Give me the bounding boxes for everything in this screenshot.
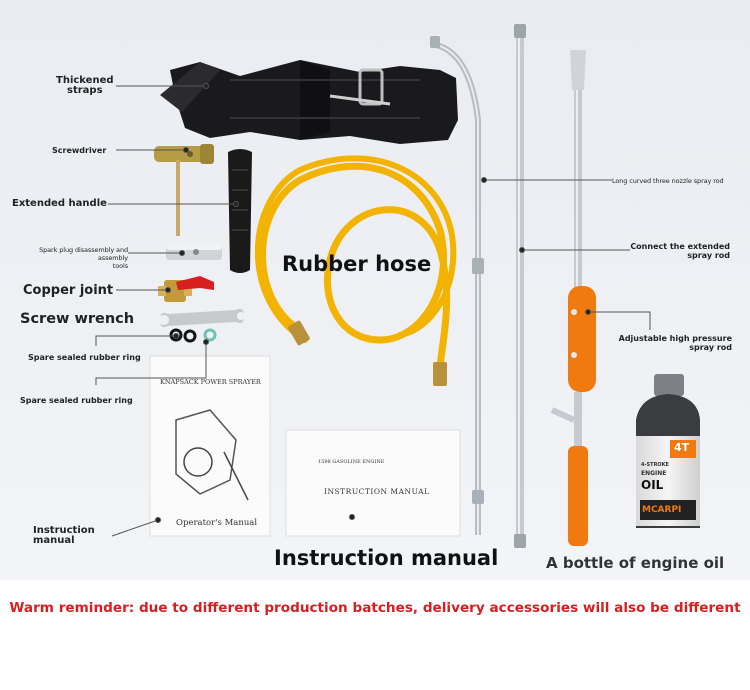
oil-badge: 4T: [674, 441, 690, 454]
label-extended-handle: Extended handle: [12, 198, 107, 209]
oil-bottle-image: [636, 374, 700, 528]
manual-left-title: KNAPSACK POWER SPRAYER: [160, 378, 261, 386]
wrench-image: [159, 308, 245, 328]
label-spare-ring-2: Spare sealed rubber ring: [20, 396, 133, 405]
label-thickened-straps: Thickened straps: [56, 75, 114, 96]
spark-plug-tool-image: [166, 244, 222, 260]
straps-image: [160, 60, 458, 144]
label-spare-ring-1: Spare sealed rubber ring: [28, 353, 141, 362]
accessories-illustration: [95, 24, 700, 548]
callout-lines: [95, 83, 651, 537]
oil-brand: MCARPI: [642, 505, 682, 515]
manual-right-title: INSTRUCTION MANUAL: [324, 487, 430, 496]
warm-reminder: Warm reminder: due to different producti…: [9, 600, 741, 616]
manual-left-caption: Operator's Manual: [176, 518, 258, 528]
rubber-hose-image: [254, 155, 457, 374]
label-rubber-hose: Rubber hose: [282, 252, 432, 276]
oil-line-3: OIL: [641, 478, 664, 492]
rubber-rings-image: [169, 328, 217, 343]
label-copper-joint: Copper joint: [23, 283, 114, 298]
label-spark-plug-tool: Spark plug disassembly and assembly tool…: [39, 246, 128, 270]
extended-handle-image: [228, 149, 252, 273]
label-engine-oil: A bottle of engine oil: [546, 554, 725, 572]
adjustable-spray-rod-image: [550, 50, 596, 546]
curved-spray-rod-image: [430, 36, 484, 535]
label-long-curved-rod: Long curved three nozzle spray rod: [612, 177, 724, 185]
oil-line-2: ENGINE: [641, 470, 667, 477]
hose-fittings-image: [288, 320, 447, 386]
copper-joint-image: [158, 276, 214, 302]
label-connect-extended-rod: Connect the extended spray rod: [630, 242, 730, 260]
label-adjustable-rod: Adjustable high pressure spray rod: [618, 334, 732, 352]
label-screw-wrench: Screw wrench: [20, 311, 135, 327]
oil-line-1: 4-STROKE: [641, 462, 669, 468]
extension-rod-image: [514, 24, 526, 548]
label-instruction-manual-big: Instruction manual: [274, 546, 499, 570]
label-instruction-manual-small: Instruction manual: [33, 525, 95, 546]
manual-right-header: 1598 GASOLINE ENGINE: [318, 459, 385, 465]
label-screwdriver: Screwdriver: [52, 146, 107, 155]
product-photo: KNAPSACK POWER SPRAYER Operator's Manual…: [0, 0, 750, 580]
screwdriver-image: [154, 144, 214, 236]
manuals-image: [149, 355, 461, 537]
